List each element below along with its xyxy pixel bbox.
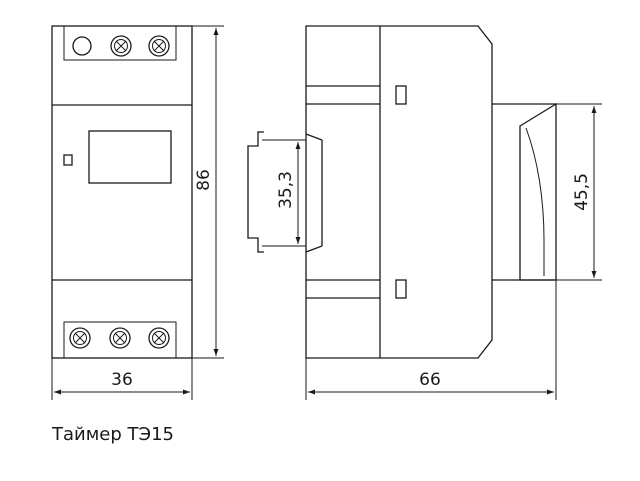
bottom-terminal-block [63, 321, 177, 359]
upper-latch-slot [395, 85, 407, 105]
product-caption: Таймер ТЭ15 [52, 424, 174, 445]
indicator-led [63, 154, 73, 166]
dimension-depth: 66 [305, 280, 557, 400]
bottom-terminal-screw-3-icon [148, 327, 170, 349]
dimension-depth-label: 66 [419, 370, 441, 390]
dimension-width-front: 36 [51, 358, 193, 400]
dimension-width-front-label: 36 [111, 370, 133, 390]
front-housing-outline [51, 25, 193, 359]
dimension-height-front: 86 [192, 25, 224, 359]
front-view: 86 36 [51, 25, 224, 400]
din-rail-profile: 35,3 [247, 131, 306, 253]
top-terminal-hole [72, 36, 92, 56]
top-terminal-screw-2-icon [110, 35, 132, 57]
side-view: 45,5 66 [305, 25, 602, 400]
dimension-rail-width-label: 35,3 [276, 171, 296, 209]
bottom-terminal-screw-2-icon [109, 327, 131, 349]
lower-latch-slot [395, 279, 407, 299]
dimension-protrusion-label: 45,5 [572, 173, 592, 211]
top-terminal-screw-3-icon [148, 35, 170, 57]
side-housing-outline [305, 25, 493, 359]
front-panel-protrusion [492, 102, 557, 281]
display-window [88, 130, 172, 184]
top-terminal-block [63, 25, 177, 61]
dimension-protrusion: 45,5 [556, 103, 602, 281]
dimension-height-front-label: 86 [194, 169, 214, 191]
bottom-terminal-screw-1-icon [69, 327, 91, 349]
